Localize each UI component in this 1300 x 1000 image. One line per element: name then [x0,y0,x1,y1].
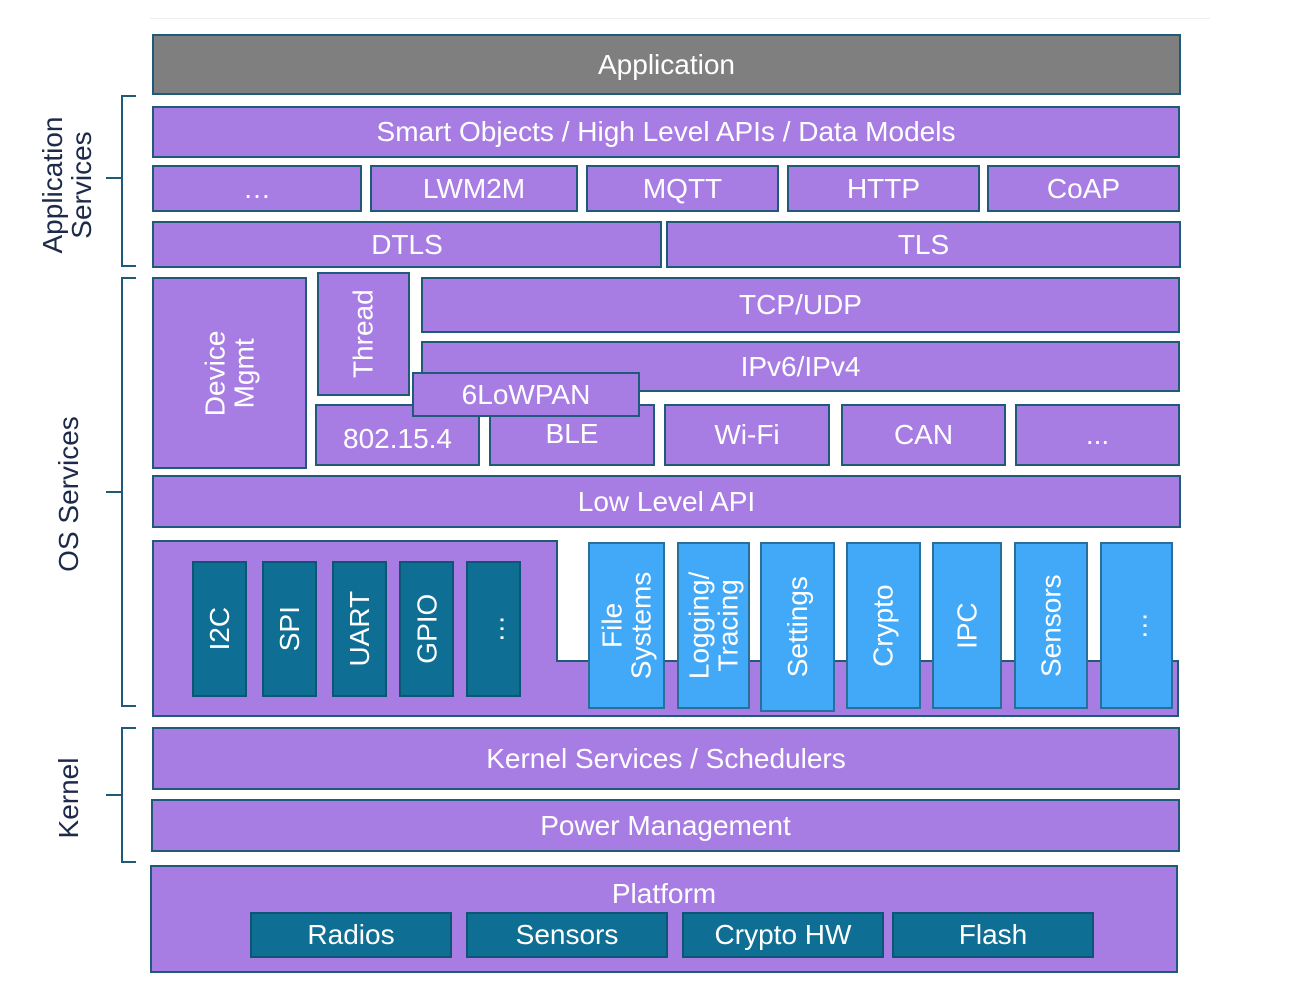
driver-spi-label: SPI [273,606,305,652]
low-level-api-layer: Low Level API [152,475,1181,528]
link-wifi: Wi-Fi [664,404,830,466]
power-management-label: Power Management [540,809,791,841]
subsystem-sensors-label: Sensors [1035,574,1067,677]
subsystem-crypto: Crypto [846,542,921,709]
sixlowpan-label: 6LoWPAN [461,378,591,410]
driver-more: … [466,561,521,697]
dtls-label: DTLS [371,228,443,260]
protocol-coap: CoAP [987,165,1180,212]
platform-sensors-label: Sensors [515,919,619,950]
thread-block: Thread [317,272,410,396]
protocol-more: … [152,165,362,212]
bracket-application-services [106,95,136,267]
platform-radios-label: Radios [307,919,395,950]
subsystem-settings-label: Settings [781,576,813,678]
platform-sensors: Sensors [466,912,668,958]
subsystem-more: … [1100,542,1173,709]
driver-more-label: … [477,614,509,643]
subsystem-file-systems: File Systems [588,542,665,709]
bracket-kernel [106,727,136,863]
subsystem-crypto-label: Crypto [867,584,899,667]
protocol-lwm2m: LWM2M [370,165,578,212]
driver-uart: UART [332,561,387,697]
link-can-label: CAN [893,419,954,450]
subsystem-logging-label: Logging/ Tracing [683,571,744,680]
power-management-layer: Power Management [151,799,1180,852]
smart-objects-label: Smart Objects / High Level APIs / Data M… [376,116,956,147]
subsystem-logging: Logging/ Tracing [677,542,750,709]
platform-crypto-hw: Crypto HW [682,912,884,958]
subsystem-file-systems-label: File Systems [596,571,657,680]
subsystem-ipc-label: IPC [951,602,983,649]
dtls-layer: DTLS [152,221,662,268]
protocol-lwm2m-label: LWM2M [422,172,526,204]
link-ble-label: BLE [545,418,599,449]
ipv6-ipv4-label: IPv6/IPv4 [740,350,861,382]
tcp-udp-layer: TCP/UDP [421,277,1180,333]
protocol-mqtt-label: MQTT [642,172,723,204]
smart-objects-layer: Smart Objects / High Level APIs / Data M… [152,106,1180,158]
link-more: ... [1015,404,1180,466]
top-rule [150,18,1210,19]
protocol-mqtt: MQTT [586,165,779,212]
bracket-os-services [106,277,136,707]
side-brackets [106,95,136,863]
protocol-coap-label: CoAP [1046,172,1121,204]
sixlowpan-block: 6LoWPAN [412,372,640,417]
platform-crypto-hw-label: Crypto HW [714,919,852,950]
subsystem-more-label: … [1120,611,1152,640]
kernel-services-layer: Kernel Services / Schedulers [152,727,1180,790]
driver-uart-label: UART [343,591,375,667]
application-label: Application [598,48,735,80]
subsystem-sensors: Sensors [1014,542,1088,709]
protocol-http: HTTP [787,165,980,212]
driver-spi: SPI [262,561,317,697]
subsystem-settings: Settings [760,542,835,712]
link-802154-label: 802.15.4 [343,423,452,454]
subsystem-ipc: IPC [932,542,1002,709]
link-wifi-label: Wi-Fi [714,419,780,450]
driver-gpio-label: GPIO [410,593,442,664]
kernel-services-label: Kernel Services / Schedulers [486,742,846,774]
link-more-label: ... [1085,419,1110,450]
application-layer: Application [152,34,1181,95]
driver-i2c-label: I2C [203,607,235,651]
tls-label: TLS [897,228,950,260]
protocol-http-label: HTTP [846,172,921,204]
tcp-udp-label: TCP/UDP [739,289,862,320]
platform-flash-label: Flash [958,919,1028,950]
low-level-api-label: Low Level API [577,485,756,517]
device-mgmt-block: Device Mgmt [152,277,307,469]
driver-gpio: GPIO [399,561,454,697]
platform-title: Platform [611,878,717,909]
link-can: CAN [841,404,1006,466]
platform-radios: Radios [250,912,452,958]
tls-layer: TLS [666,221,1181,268]
driver-i2c: I2C [192,561,247,697]
platform-flash: Flash [892,912,1094,958]
protocol-more-label: … [243,172,271,204]
